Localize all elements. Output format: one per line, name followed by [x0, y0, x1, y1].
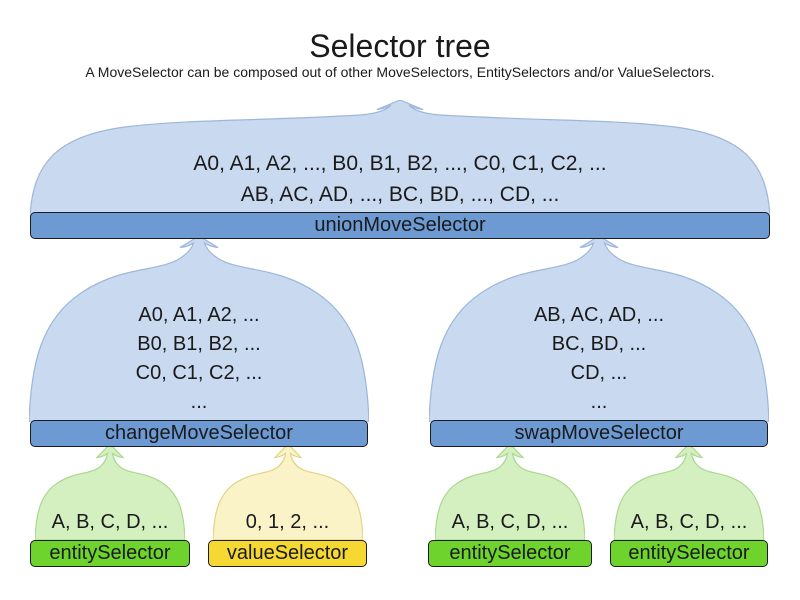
page-subtitle: A MoveSelector can be composed out of ot…: [85, 64, 715, 80]
entity-selector-items-3: A, B, C, D, ...: [630, 511, 748, 533]
swap-items: AB, AC, AD, ... BC, BD, ... CD, ... ...: [430, 301, 768, 417]
union-move-selector-label: unionMoveSelector: [314, 214, 486, 236]
change-items-line-3: C0, C1, C2, ...: [135, 362, 263, 384]
up-arrow-cloud-shape: [614, 444, 764, 540]
entity-selector-label-1: entitySelector: [49, 542, 171, 564]
change-items-line-4: ...: [190, 391, 208, 413]
union-items-line-2: AB, AC, AD, ..., BC, BD, ..., CD, ...: [240, 183, 560, 206]
up-arrow-cloud-shape: [35, 444, 185, 540]
up-arrow-cloud-shape: [29, 236, 369, 422]
change-move-selector-bar: changeMoveSelector: [30, 420, 368, 447]
value-selector-bar: valueSelector: [208, 540, 367, 567]
swap-move-selector-label: swapMoveSelector: [514, 422, 684, 444]
change-items-line-1: A0, A1, A2, ...: [138, 304, 260, 326]
union-move-selector-cloud: [30, 100, 770, 216]
union-items: A0, A1, A2, ..., B0, B1, B2, ..., C0, C1…: [30, 148, 770, 210]
union-items-line-1: A0, A1, A2, ..., B0, B1, B2, ..., C0, C1…: [193, 152, 607, 175]
value-selector-label: valueSelector: [226, 542, 349, 564]
entity-selector-bar-3: entitySelector: [610, 540, 768, 567]
up-arrow-cloud-shape: [30, 100, 770, 216]
swap-items-line-2: BC, BD, ...: [551, 333, 647, 355]
change-items-line-2: B0, B1, B2, ...: [137, 333, 261, 355]
entity-selector-label-3: entitySelector: [628, 542, 750, 564]
entity-selector-bar-2: entitySelector: [428, 540, 592, 567]
change-move-selector-label: changeMoveSelector: [105, 422, 293, 444]
change-move-selector-cloud: [29, 236, 369, 422]
union-move-selector-bar: unionMoveSelector: [30, 212, 770, 239]
swap-move-selector-bar: swapMoveSelector: [430, 420, 768, 447]
entity-selector-cloud-1: [35, 444, 185, 540]
page-title: Selector tree: [309, 28, 491, 64]
up-arrow-cloud-shape: [435, 444, 585, 540]
swap-items-line-4: ...: [590, 391, 608, 413]
entity-selector-bar-1: entitySelector: [30, 540, 190, 567]
swap-items-line-3: CD, ...: [570, 362, 628, 384]
entity-selector-label-2: entitySelector: [449, 542, 571, 564]
up-arrow-cloud-shape: [213, 444, 363, 540]
swap-move-selector-cloud: [429, 236, 769, 422]
up-arrow-cloud-shape: [429, 236, 769, 422]
swap-items-line-1: AB, AC, AD, ...: [533, 304, 665, 326]
entity-selector-cloud-2: [435, 444, 585, 540]
value-selector-items: 0, 1, 2, ...: [245, 511, 330, 533]
change-items: A0, A1, A2, ... B0, B1, B2, ... C0, C1, …: [30, 301, 368, 417]
entity-selector-items-2: A, B, C, D, ...: [451, 511, 569, 533]
entity-selector-items-1: A, B, C, D, ...: [51, 511, 169, 533]
entity-selector-cloud-3: [614, 444, 764, 540]
value-selector-cloud: [213, 444, 363, 540]
